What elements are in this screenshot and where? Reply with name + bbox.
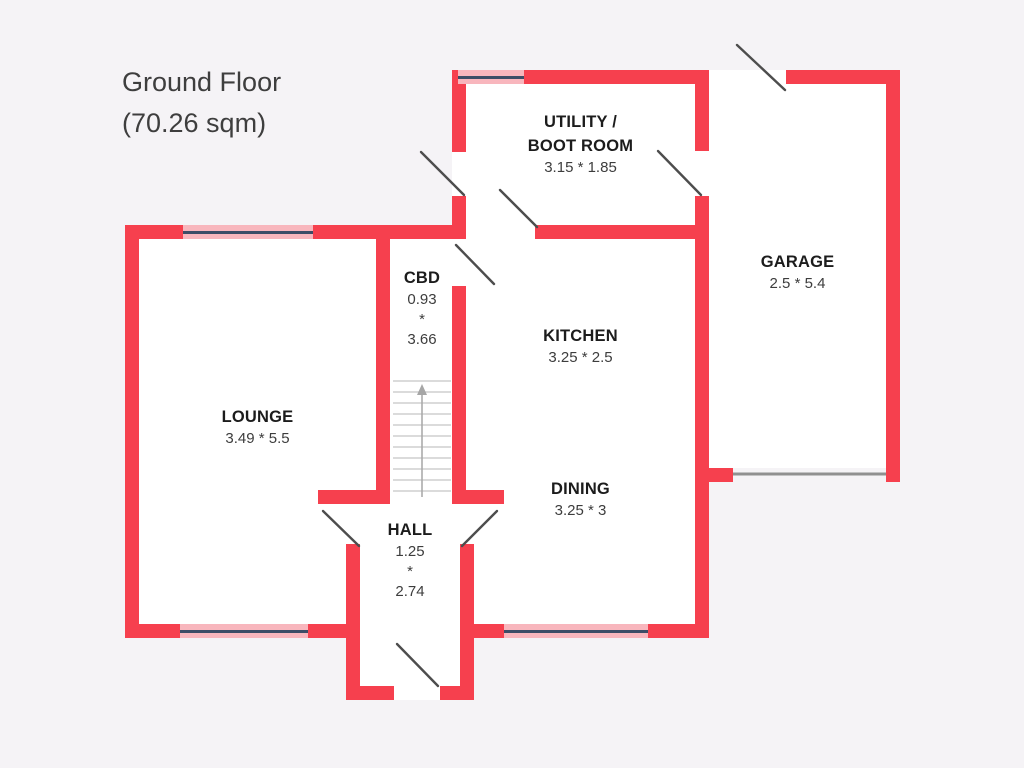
plan-title: Ground Floor (70.26 sqm) [122,62,281,144]
garage-top-wall [786,70,900,84]
lounge-bottom-window [180,624,308,638]
garage-floor [709,84,886,468]
lounge-floor [139,239,376,624]
room-label-kitchen: KITCHEN 3.25 * 2.5 [466,324,695,368]
window-glass-line [180,629,308,633]
hall-top-right-stub [452,490,504,504]
cbd-name: CBD [403,269,441,287]
room-label-hall: HALL 1.25 * 2.74 [360,518,460,602]
lounge-name: LOUNGE [221,408,294,426]
cbd-dim-width: 0.93 [407,291,437,308]
room-label-garage: GARAGE 2.5 * 5.4 [709,250,886,294]
cbd-stairs-floor [390,239,452,504]
utility-name-line2: BOOT ROOM [527,137,634,155]
room-label-dining: DINING 3.25 * 3 [466,477,695,521]
window-glass-line [183,230,313,234]
kitchen-left-wall [452,286,466,504]
utility-left-wall-upper [452,70,466,152]
front-door-line [395,642,440,688]
window-glass-line [504,629,648,633]
plan-title-text: Ground Floor [122,67,282,97]
lounge-dims: 3.49 * 5.5 [225,430,290,447]
utility-window [458,70,524,84]
hall-name: HALL [387,521,433,539]
room-label-utility: UTILITY / BOOT ROOM 3.15 * 1.85 [466,110,695,178]
garage-right-wall [886,70,900,482]
doorway-patch [394,686,440,700]
hall-dim-height: 2.74 [395,583,425,600]
cbd-dim-height: 3.66 [407,331,437,348]
garage-name: GARAGE [760,253,835,271]
lounge-top-window [183,225,313,239]
hall-dim-width: 1.25 [395,543,425,560]
cbd-kitchen-door-line [454,243,496,286]
hall-right-wall [460,544,474,700]
kitchen-garage-wall [695,196,709,638]
garage-bottom-stub [709,468,733,482]
stairs-direction-arrow-icon [417,384,427,497]
dining-window [504,624,648,638]
utility-name-line1: UTILITY / [544,113,617,131]
hall-top-left-stub [318,490,390,504]
dining-dims: 3.25 * 3 [554,502,607,519]
kitchen-top-wall [535,225,709,239]
dining-name: DINING [551,480,610,498]
hall-dining-door-line [460,509,499,548]
hall-left-wall [346,544,360,700]
window-glass-line [458,75,524,79]
utility-kitchen-door-line [498,188,539,229]
hall-bottom-wall-right [440,686,474,700]
hall-lounge-door-line [321,509,361,548]
lounge-right-wall [376,225,390,504]
hall-dim-separator: * [407,563,413,580]
room-label-lounge: LOUNGE 3.49 * 5.5 [139,405,376,449]
utility-garage-wall-upper [695,70,709,151]
door-swing-lines [321,43,787,688]
garage-dims: 2.5 * 5.4 [769,275,826,292]
utility-external-door-line [419,150,466,197]
kitchen-dining-floor [466,239,695,624]
hall-floor [360,490,474,686]
utility-garage-door-line [656,149,703,197]
kitchen-dims: 3.25 * 2.5 [548,349,613,366]
doorway-patch [466,225,535,239]
room-label-cbd: CBD 0.93 * 3.66 [378,266,466,350]
doorway-patch [695,151,709,196]
garage-top-door-line [735,43,787,92]
plan-area-text: (70.26 sqm) [122,108,267,138]
kitchen-name: KITCHEN [543,327,618,345]
hall-bottom-wall-left [346,686,394,700]
cbd-dim-separator: * [419,311,425,328]
utility-floor [466,84,695,225]
utility-dims: 3.15 * 1.85 [544,159,617,176]
lounge-left-wall [125,225,139,638]
